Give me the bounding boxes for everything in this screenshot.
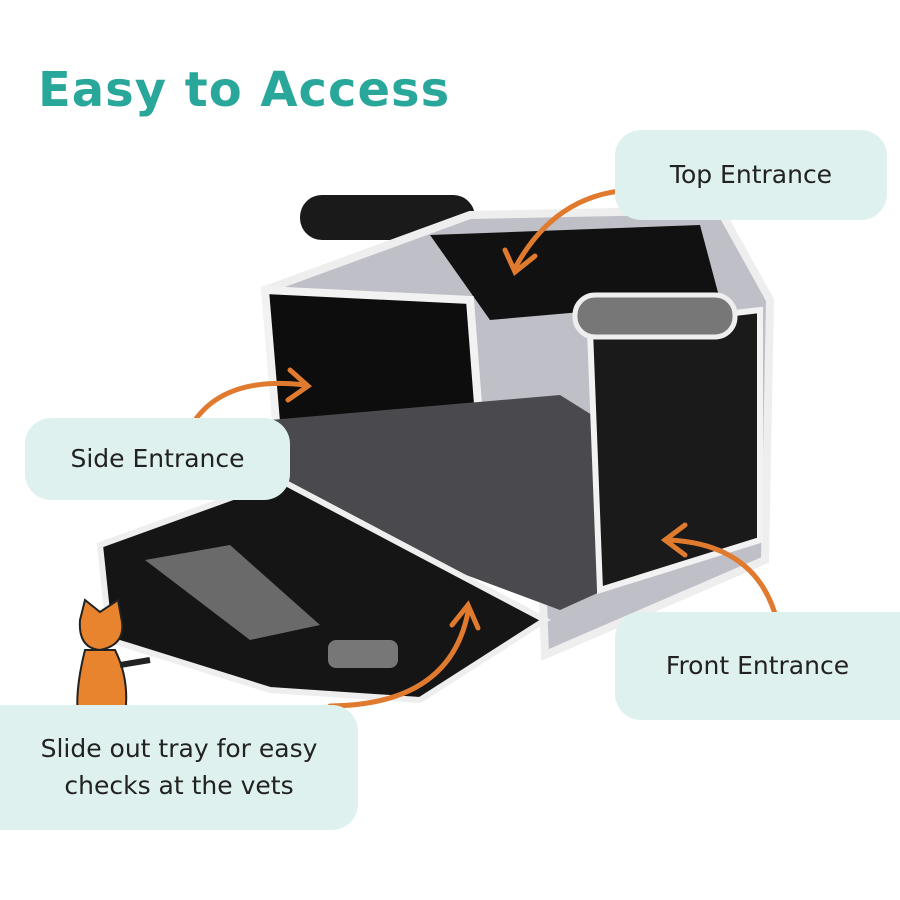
slide-out-tray-text: Slide out tray for easy checks at the ve… [40,734,318,800]
side-entrance-label: Side Entrance [25,418,290,500]
carrier-image [96,195,775,704]
top-entrance-label: Top Entrance [615,130,887,220]
slide-out-tray-label: Slide out tray for easy checks at the ve… [0,705,358,830]
front-entrance-label: Front Entrance [615,612,900,720]
page-title: Easy to Access [38,62,451,118]
